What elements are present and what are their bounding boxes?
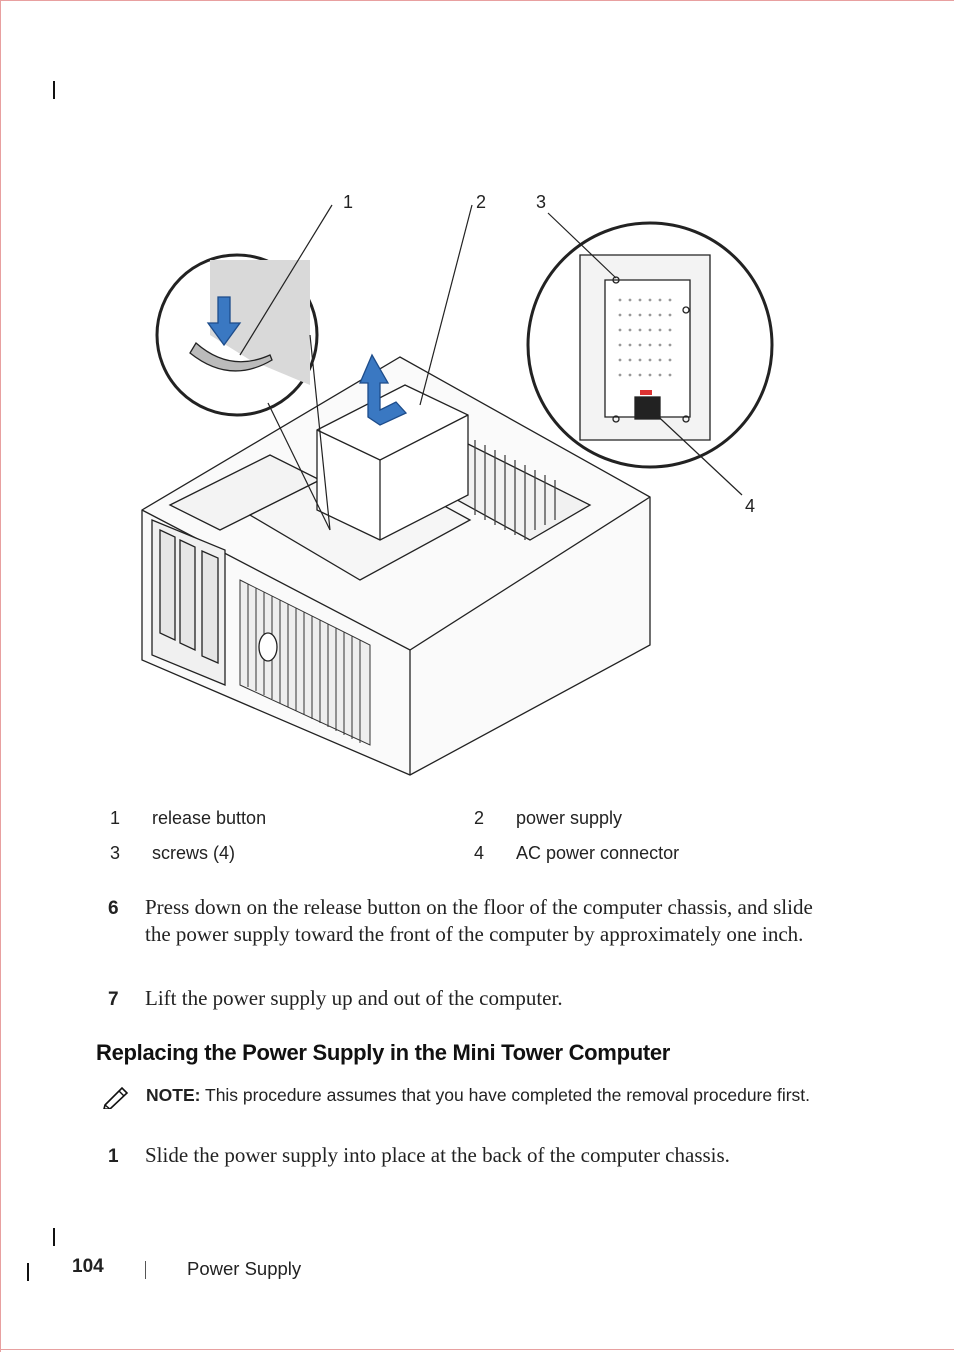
- step-text: Lift the power supply up and out of the …: [145, 986, 563, 1010]
- figure-legend: 1 release button 2 power supply 3 screws…: [104, 808, 724, 878]
- legend-label: screws (4): [152, 843, 236, 863]
- note-label: NOTE:: [146, 1085, 201, 1105]
- callout-3: 3: [536, 192, 546, 212]
- page-edge-bottom: [0, 1349, 954, 1350]
- legend-row: 3 screws (4) 4 AC power connector: [104, 843, 724, 878]
- crop-mark-bottom: [53, 1228, 55, 1246]
- step-number: 6: [108, 898, 119, 919]
- note-pencil-icon: [103, 1086, 129, 1109]
- legend-label: release button: [152, 808, 267, 828]
- section-heading: Replacing the Power Supply in the Mini T…: [96, 1040, 671, 1065]
- step-text: Slide the power supply into place at the…: [145, 1143, 730, 1167]
- callout-2: 2: [476, 192, 486, 212]
- legend-num: 1: [110, 808, 121, 828]
- callout-1: 1: [343, 192, 353, 212]
- note-text: This procedure assumes that you have com…: [200, 1085, 811, 1105]
- power-supply-removal-illustration: 1 2 3 4: [141, 192, 774, 776]
- step-number: 1: [108, 1146, 119, 1167]
- legend-label: power supply: [516, 808, 623, 828]
- page-edge-top: [0, 0, 954, 1]
- legend-num: 3: [110, 843, 121, 863]
- footer-section-title: Power Supply: [187, 1258, 302, 1279]
- page-number: 104: [72, 1256, 104, 1277]
- crop-mark-footer: [27, 1263, 29, 1281]
- legend-row: 1 release button 2 power supply: [104, 808, 724, 843]
- legend-num: 2: [474, 808, 485, 828]
- legend-num: 4: [474, 843, 485, 863]
- step-number: 7: [108, 989, 119, 1010]
- footer-divider: [145, 1261, 146, 1279]
- callout-4: 4: [745, 496, 755, 516]
- step-text: Press down on the release button on the …: [145, 895, 813, 946]
- crop-mark-top: [53, 81, 55, 99]
- legend-label: AC power connector: [516, 843, 680, 863]
- note: NOTE: This procedure assumes that you ha…: [146, 1083, 826, 1108]
- page-edge-left: [0, 0, 1, 1352]
